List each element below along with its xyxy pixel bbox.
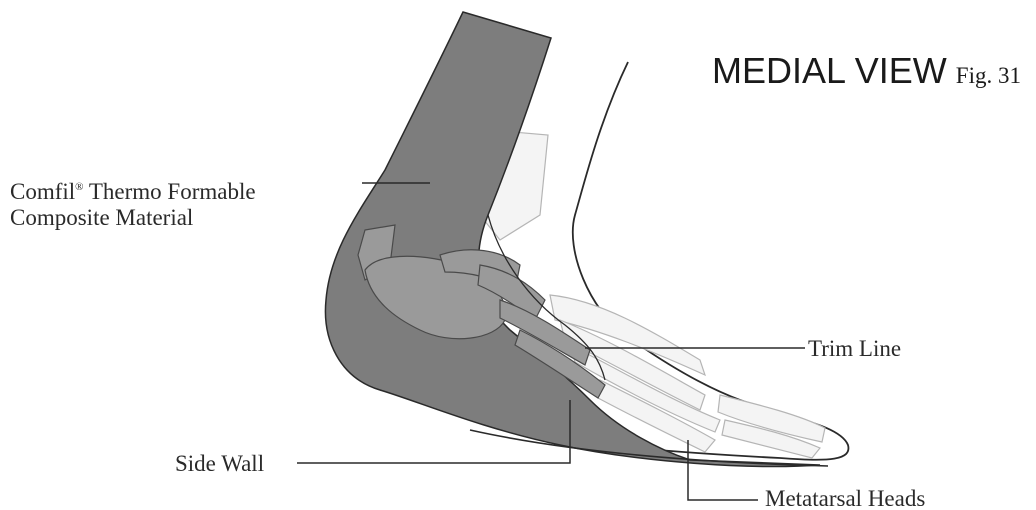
figure-title-main: MEDIAL VIEW: [712, 50, 947, 91]
figure-number: Fig. 31: [956, 63, 1021, 88]
material-label-line2: Composite Material: [10, 203, 193, 233]
material-label-desc: Thermo Formable: [84, 179, 256, 204]
metatarsal-heads-label: Metatarsal Heads: [765, 484, 925, 510]
material-label: Comfil® Thermo Formable: [10, 172, 256, 207]
registered-mark: ®: [75, 181, 83, 193]
side-wall-label: Side Wall: [175, 449, 264, 479]
material-label-name: Comfil: [10, 179, 75, 204]
trim-line-label: Trim Line: [808, 334, 901, 364]
figure-title: MEDIAL VIEW Fig. 31: [712, 50, 1021, 92]
